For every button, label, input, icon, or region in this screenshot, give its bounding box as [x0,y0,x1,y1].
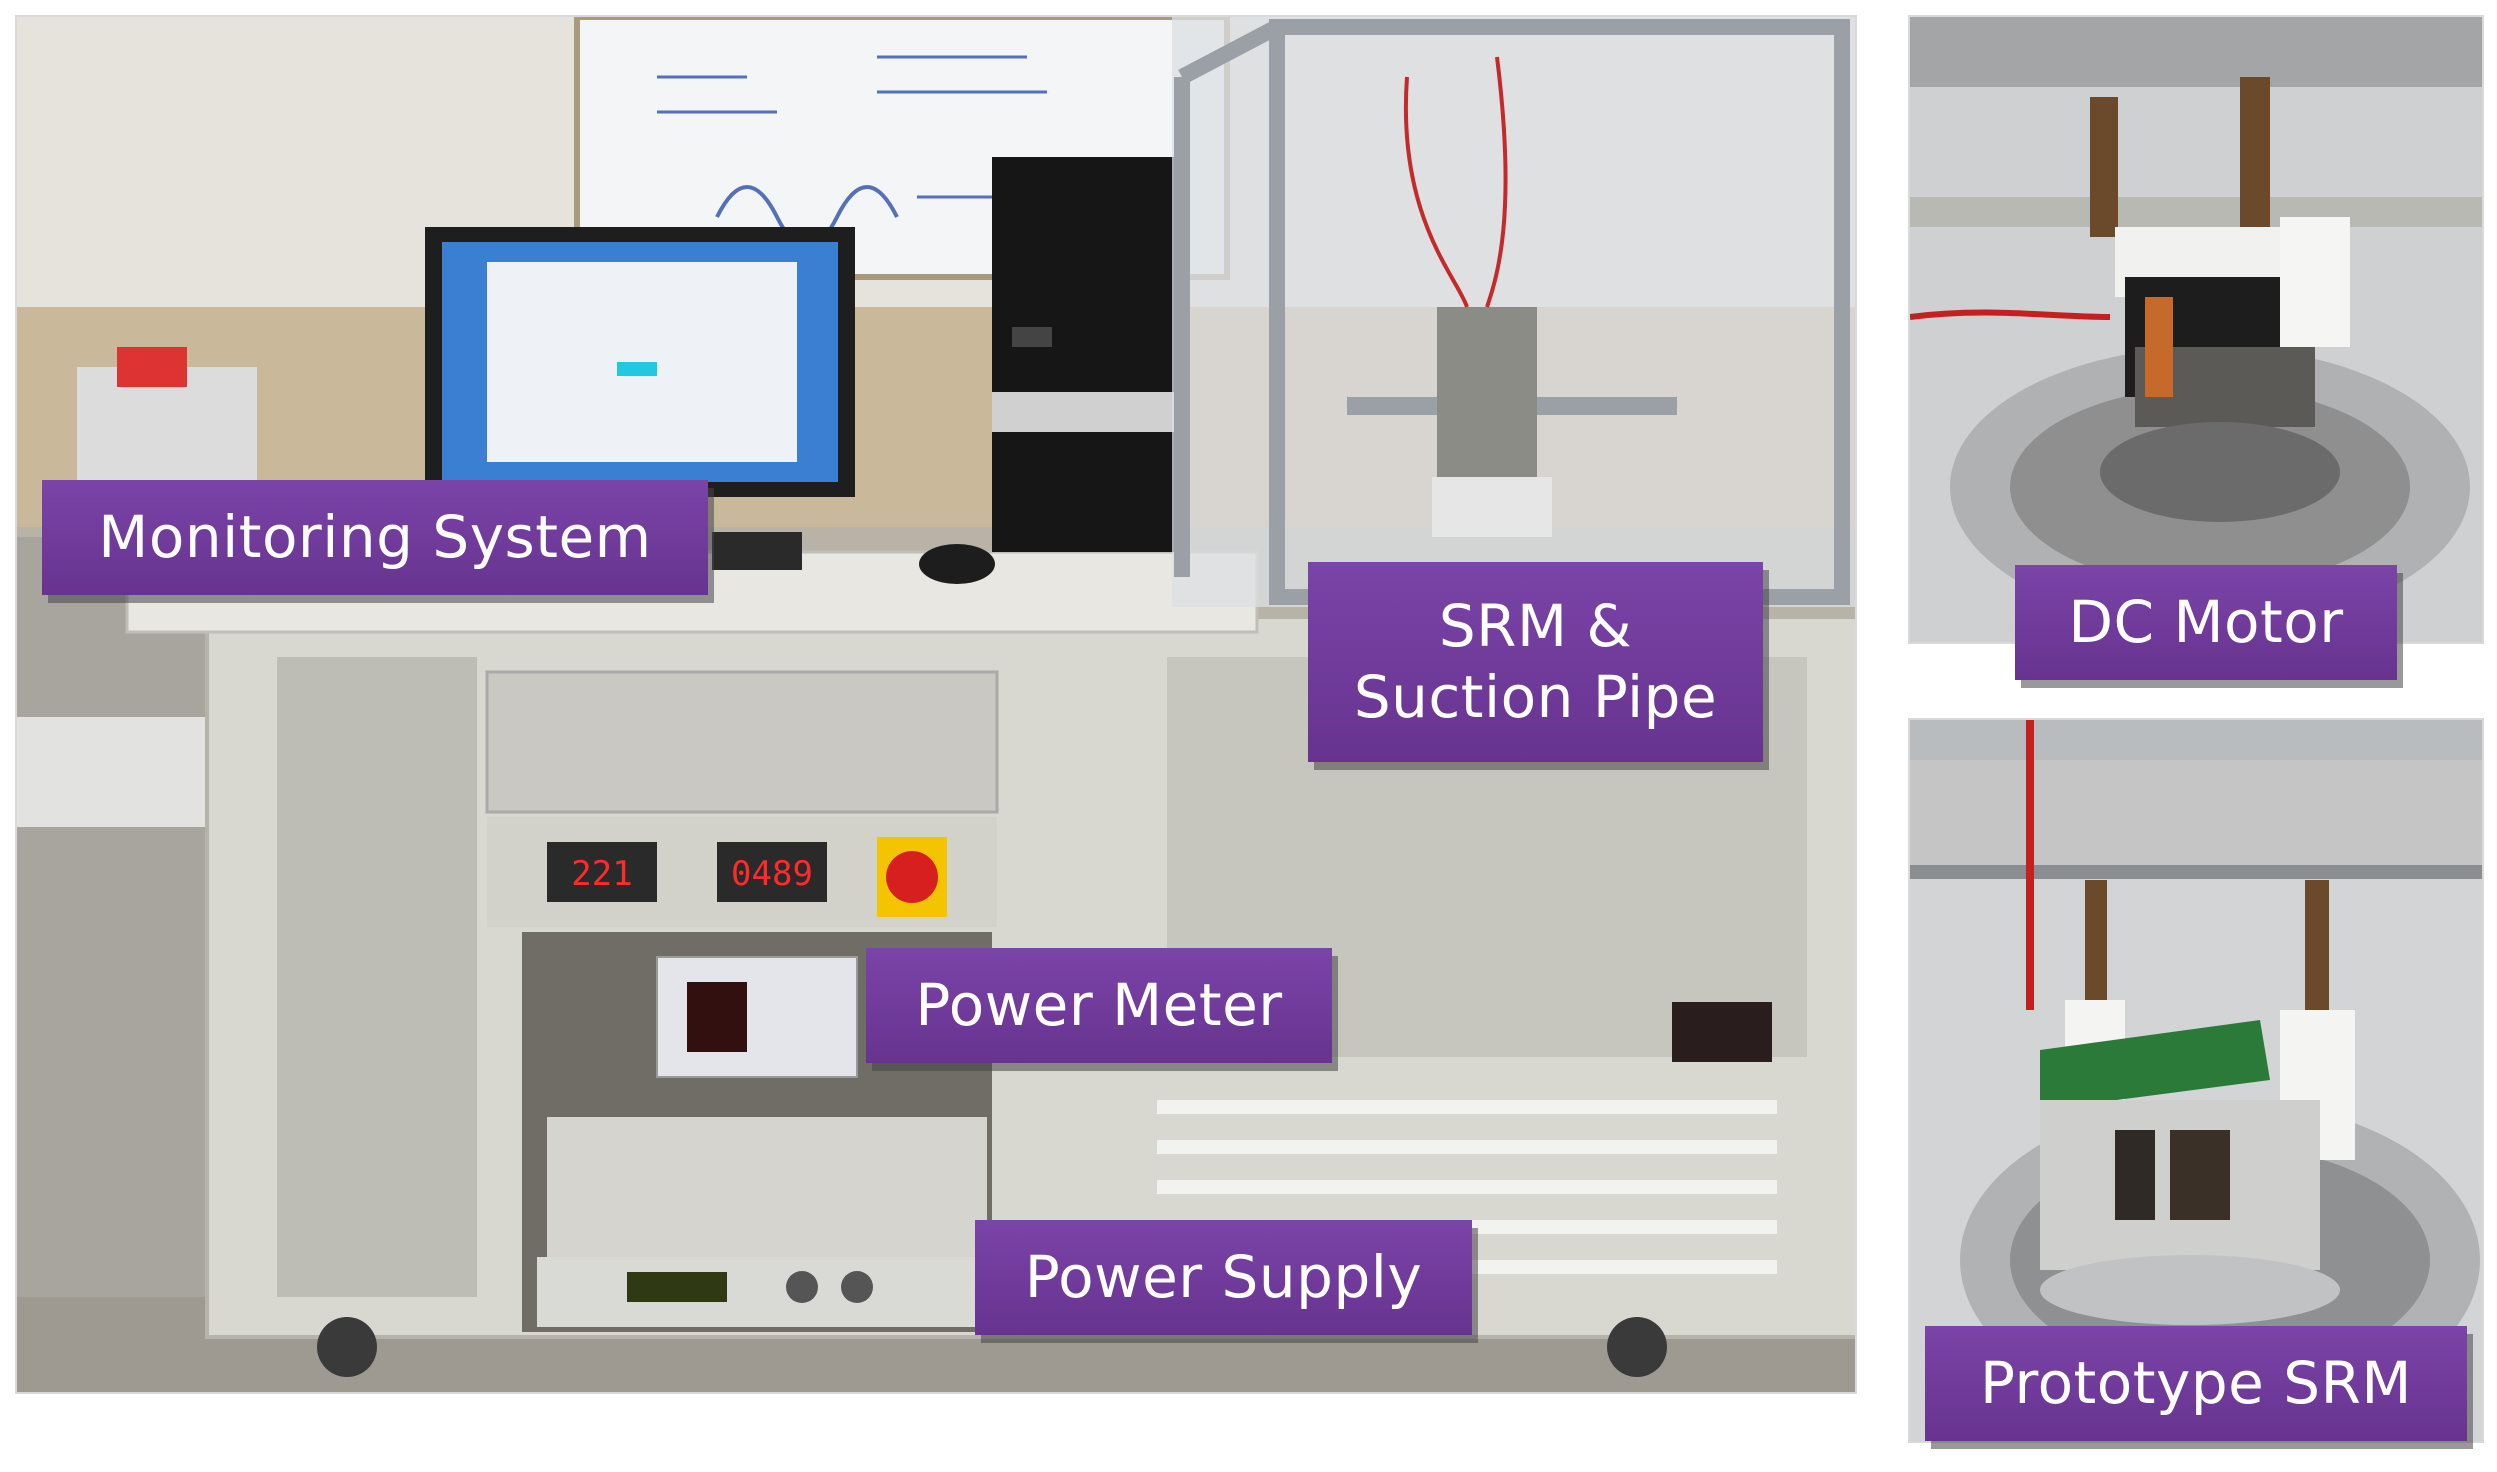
prototype-srm-illustration [1910,720,2482,1441]
label-power-supply: Power Supply [975,1220,1472,1335]
label-dc-motor: DC Motor [2015,565,2397,680]
meter-right-readout: 0489 [731,854,813,894]
dc-motor-illustration [1910,17,2482,642]
prototype-srm-photo [1908,718,2484,1443]
label-power-meter: Power Meter [866,948,1332,1063]
label-monitoring-system: Monitoring System [42,480,708,595]
dc-motor-photo [1908,15,2484,644]
meter-left-readout: 221 [571,854,632,894]
label-prototype-srm: Prototype SRM [1925,1326,2467,1441]
label-srm-suction-pipe: SRM & Suction Pipe [1308,562,1763,762]
